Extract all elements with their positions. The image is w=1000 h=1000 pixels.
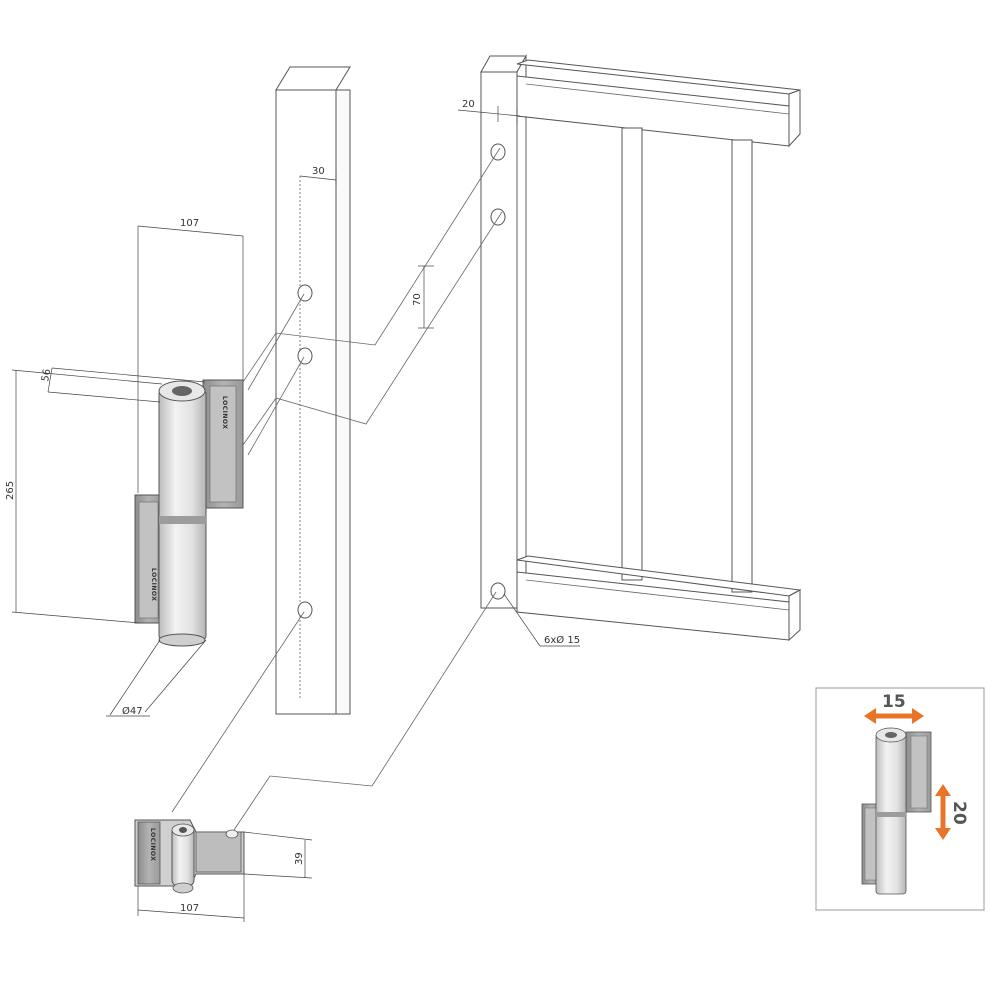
brand-logo-topview: LOCINOX (149, 828, 156, 861)
brand-logo-bottom: LOCINOX (150, 568, 157, 601)
horizontal-adjust-arrow (864, 708, 924, 724)
dim-bottom-height: 39 (294, 852, 305, 865)
dim-bottom-width: 107 (180, 903, 199, 914)
hinge-main: LOCINOX LOCINOX (134, 379, 244, 647)
dim-holes-note: 6xØ 15 (544, 634, 580, 646)
dim-hinge-depth: 56 (40, 368, 53, 382)
post-holes (297, 284, 313, 619)
post (275, 66, 351, 715)
dim-hinge-width: 107 (180, 218, 199, 229)
vertical-adjust-arrow (935, 784, 951, 840)
dim-bore-offset: 30 (312, 166, 325, 177)
dimension-lines: 107 30 70 265 56 Ø47 20 6xØ 15 (5, 99, 580, 922)
gate-frame (480, 54, 802, 642)
dim-gate-offset: 20 (462, 99, 475, 110)
dim-hinge-height: 265 (5, 481, 16, 500)
projection-lines (171, 147, 503, 831)
horizontal-adjust-value: 15 (882, 692, 906, 712)
dim-barrel-diameter: Ø47 (122, 705, 143, 717)
dim-hole-spacing: 70 (412, 293, 423, 306)
hinge-top-view: LOCINOX (134, 819, 245, 894)
adjustment-inset: 15 20 (815, 687, 985, 911)
brand-logo-top: LOCINOX (221, 396, 228, 429)
vertical-adjust-value: 20 (949, 801, 969, 825)
